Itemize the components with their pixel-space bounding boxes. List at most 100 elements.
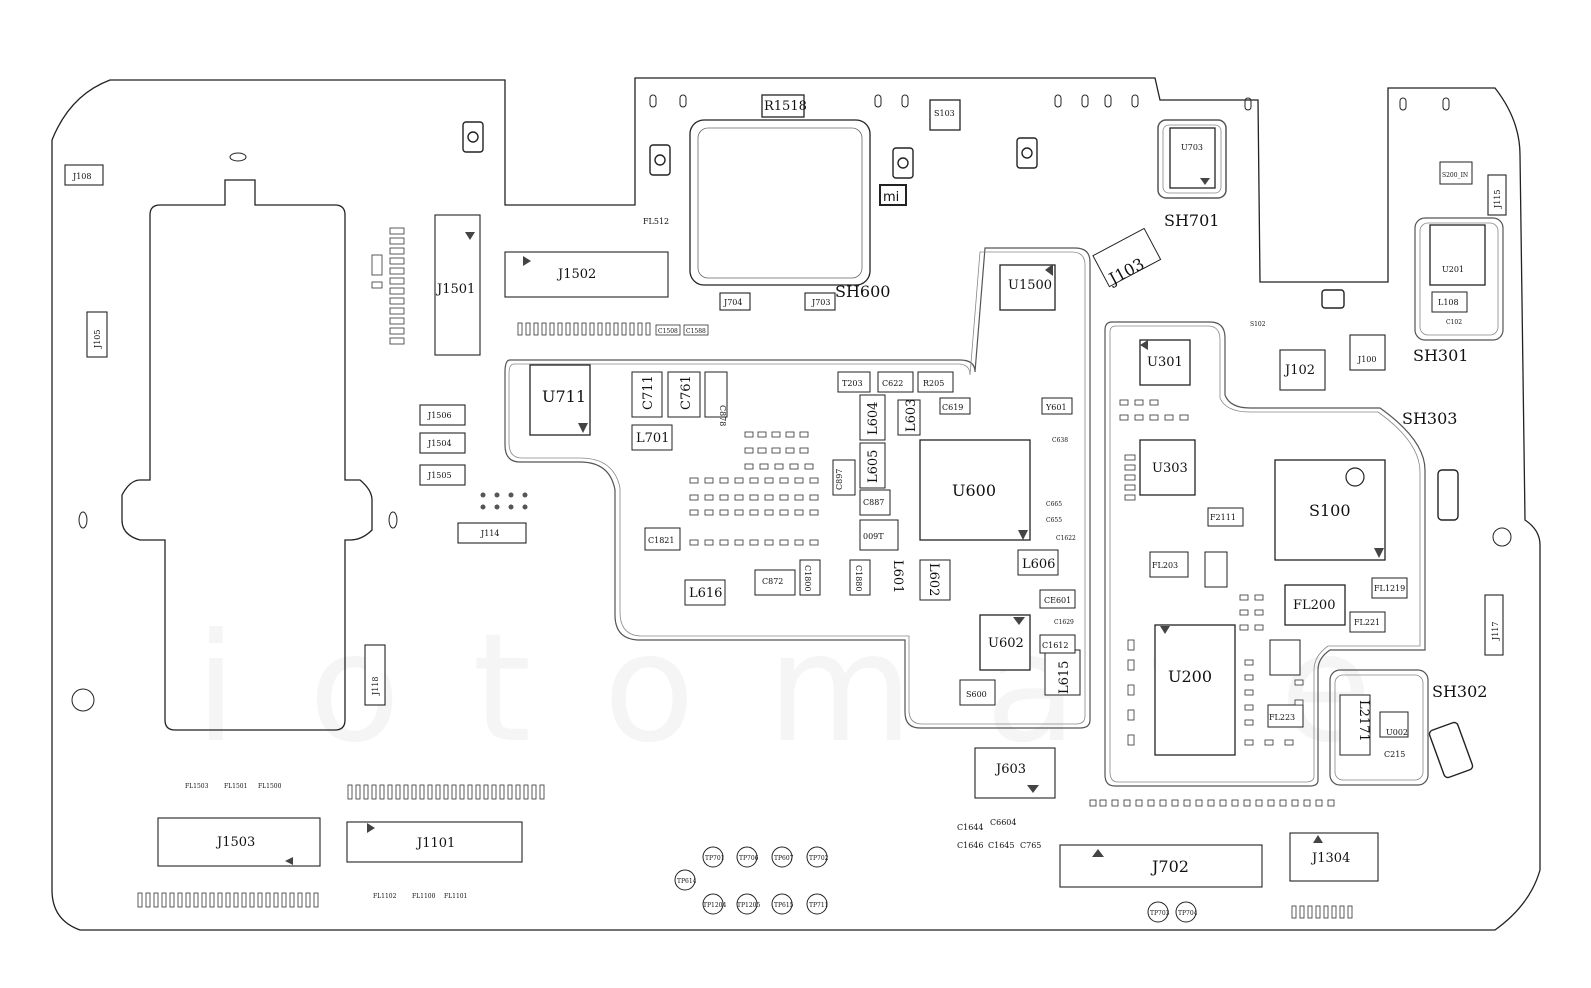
label-c878: C878 (718, 405, 727, 426)
label-c6604: C6604 (990, 818, 1016, 827)
label-u1500: U1500 (1008, 278, 1052, 293)
connectors (64, 164, 1507, 888)
camera-area-inner (697, 127, 863, 279)
label-c102: C102 (1446, 319, 1462, 326)
label-j118: J118 (371, 677, 380, 696)
label-j100: J100 (1357, 355, 1376, 364)
label-tp1204: TP1204 (703, 902, 726, 909)
label-u711: U711 (542, 387, 586, 406)
label-s200: S200_IN (1442, 172, 1468, 179)
label-tp1205: TP1205 (737, 902, 760, 909)
label-l602: L602 (926, 563, 941, 596)
label-l605: L605 (866, 450, 881, 483)
ic-packages (529, 94, 1486, 756)
battery-cutout (121, 179, 373, 731)
label-c1629: C1629 (1054, 619, 1074, 626)
label-j702: J702 (1150, 857, 1189, 876)
s100-mark (1345, 467, 1365, 487)
label-s102: S102 (1250, 321, 1266, 328)
label-j105: J105 (93, 330, 102, 349)
label-c887: C887 (863, 498, 884, 507)
label-ce601: CE601 (1044, 596, 1071, 605)
camera-area (689, 119, 871, 286)
label-j704: J704 (723, 298, 742, 307)
dot-cluster (480, 492, 528, 510)
label-j115: J115 (1493, 190, 1502, 209)
label-tp701: TP701 (705, 855, 725, 862)
label-c1622: C1622 (1056, 535, 1076, 542)
label-c665: C665 (1046, 501, 1062, 508)
label-j603: J603 (994, 762, 1026, 777)
label-c761: C761 (679, 375, 694, 410)
label-sh701: SH701 (1164, 211, 1219, 230)
label-u002: U002 (1386, 728, 1408, 737)
label-j102: J102 (1283, 363, 1315, 378)
label-c655: C655 (1046, 517, 1062, 524)
label-tp703: TP703 (1150, 910, 1170, 917)
label-fl200: FL200 (1293, 598, 1335, 613)
label-c1644: C1644 (957, 823, 983, 832)
label-r1518: R1518 (764, 99, 807, 114)
label-j1304: J1304 (1310, 851, 1350, 866)
label-c1821: C1821 (648, 536, 674, 545)
label-j114: J114 (480, 529, 499, 538)
label-j1503: J1503 (215, 835, 255, 850)
label-fl221: FL221 (1354, 618, 1380, 627)
label-l603: L603 (904, 399, 919, 432)
label-c765: C765 (1020, 841, 1041, 850)
label-sh303: SH303 (1402, 409, 1457, 428)
label-u703: U703 (1181, 143, 1203, 152)
mounting-slot (388, 511, 398, 529)
label-j703: J703 (811, 298, 830, 307)
label-u301: U301 (1147, 355, 1183, 370)
label-u600: U600 (952, 481, 996, 500)
label-s600: S600 (966, 690, 987, 699)
mounting-hole (1492, 527, 1512, 547)
label-l604: L604 (866, 402, 881, 435)
passive-blocks (631, 161, 1473, 756)
test-points (674, 846, 1197, 923)
label-c1880: C1880 (854, 565, 863, 591)
label-y601: Y601 (1045, 403, 1067, 412)
smd-rows (137, 227, 1353, 919)
shield-sh303 (1104, 321, 1426, 787)
label-tp706: TP706 (739, 855, 759, 862)
label-s100: S100 (1309, 501, 1351, 520)
pin1-markers (285, 178, 1384, 865)
label-u200: U200 (1168, 667, 1212, 686)
top-slots (649, 94, 1450, 111)
label-fl1101: FL1101 (444, 893, 467, 900)
label-fl1100: FL1100 (412, 893, 436, 900)
label-l615: L615 (1057, 661, 1072, 694)
label-c1588: C1588 (686, 328, 706, 335)
shield-sh302 (1329, 669, 1429, 786)
label-tp702: TP702 (809, 855, 829, 862)
label-c622: C622 (882, 379, 903, 388)
label-fl1102: FL1102 (373, 893, 397, 900)
label-c1645: C1645 (988, 841, 1014, 850)
label-j108: J108 (72, 172, 91, 181)
label-c638: C638 (1052, 437, 1068, 444)
label-j1504: J1504 (427, 439, 452, 448)
label-c1646: C1646 (957, 841, 983, 850)
label-j1502: J1502 (556, 267, 596, 282)
label-c897: C897 (835, 469, 844, 490)
shield-sh701-inner (1162, 124, 1222, 194)
board-outline (51, 77, 1541, 931)
label-fl1501: FL1501 (224, 783, 247, 790)
label-r205: R205 (923, 379, 944, 388)
label-tp615: TP615 (774, 902, 794, 909)
label-tp704: TP704 (1178, 910, 1198, 917)
label-j1505: J1505 (427, 471, 452, 480)
label-fl1512: FL512 (643, 217, 669, 226)
label-fl1500: FL1500 (258, 783, 282, 790)
label-j1506: J1506 (427, 411, 452, 420)
label-f2111: F2111 (1210, 513, 1236, 522)
label-tp614: TP614 (677, 878, 697, 885)
label-l108: L108 (1438, 298, 1459, 307)
label-c1508: C1508 (658, 328, 678, 335)
label-c215: C215 (1384, 750, 1405, 759)
label-l2171: L2171 (1356, 700, 1371, 742)
shield-sh302-inner (1334, 674, 1424, 781)
